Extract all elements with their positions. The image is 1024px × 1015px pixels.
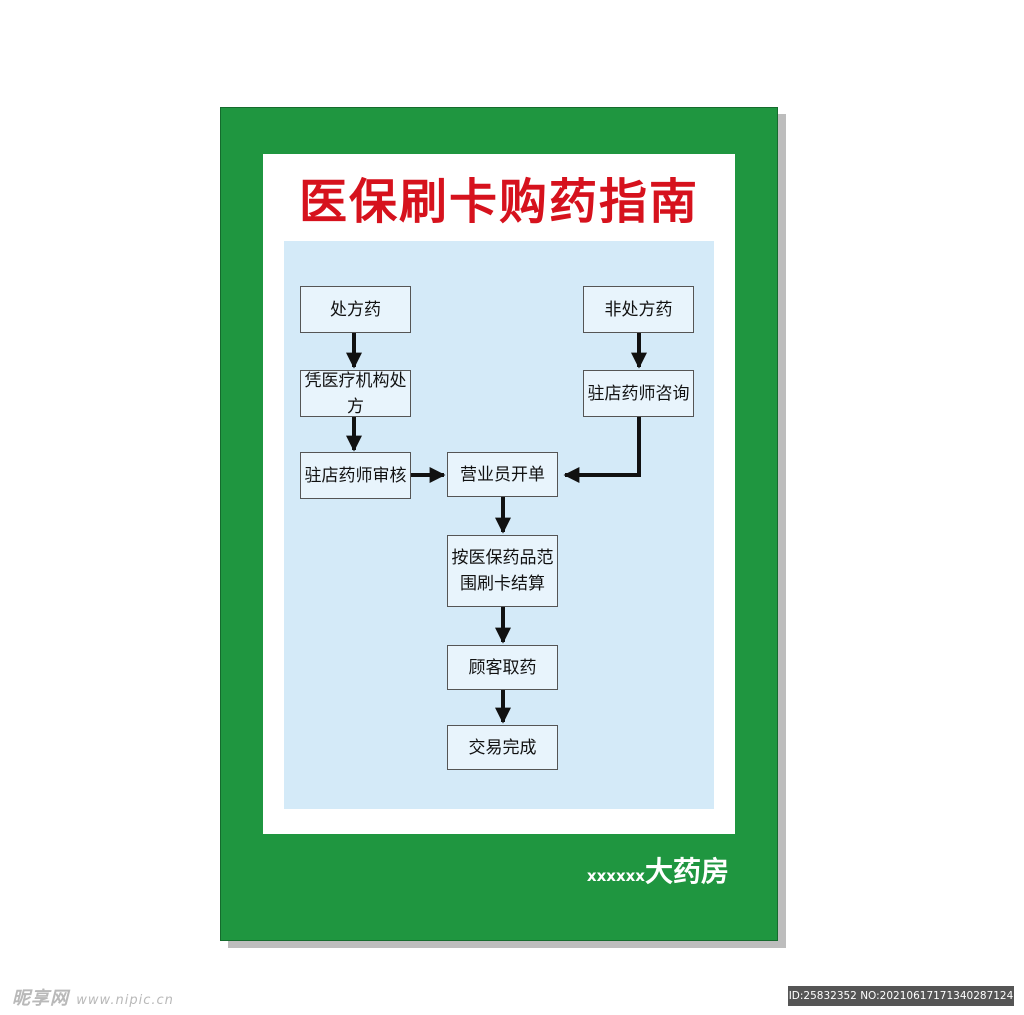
node-otc: 非处方药 (583, 286, 694, 333)
node-settle: 按医保药品范 围刷卡结算 (447, 535, 558, 607)
node-settle-line1: 按医保药品范 (451, 548, 554, 568)
node-clerk: 营业员开单 (447, 452, 558, 497)
watermark-id: ID:25832352 NO:20210617171340287124 (788, 986, 1014, 1006)
store-name: xxxxxx大药房 (587, 850, 729, 890)
node-rx-review: 驻店药师审核 (300, 452, 411, 499)
flow-arrows (346, 333, 647, 724)
node-done: 交易完成 (447, 725, 558, 770)
arrow-consult-to-clerk (563, 417, 641, 483)
poster-inner: 医保刷卡购药指南 处方药 凭医 (263, 154, 735, 834)
node-rx-voucher: 凭医疗机构处方 (300, 370, 411, 417)
flowchart-panel: 处方药 凭医疗机构处方 驻店药师审核 非处方药 驻店药师咨询 营业员开单 按医保… (284, 241, 714, 809)
poster-title: 医保刷卡购药指南 (298, 174, 699, 230)
watermark-brand: 昵享网 (12, 988, 69, 1009)
store-suffix: 大药房 (644, 855, 729, 888)
node-otc-consult: 驻店药师咨询 (583, 370, 694, 417)
poster: 医保刷卡购药指南 处方药 凭医 (220, 107, 778, 941)
node-pickup: 顾客取药 (447, 645, 558, 690)
node-rx: 处方药 (300, 286, 411, 333)
watermark-url: www.nipic.cn (76, 993, 174, 1008)
node-settle-line2: 围刷卡结算 (460, 574, 545, 594)
store-prefix: xxxxxx (586, 867, 645, 885)
watermark-left: 昵享网 www.nipic.cn (12, 984, 174, 1010)
